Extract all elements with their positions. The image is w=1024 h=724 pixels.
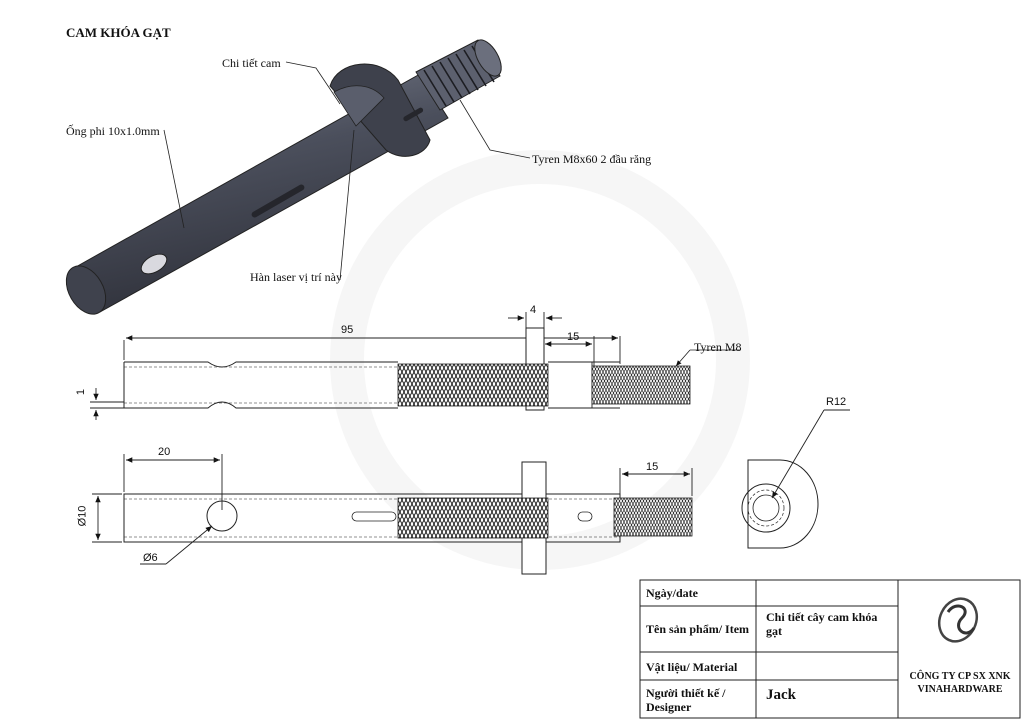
- top-view: [92, 454, 693, 575]
- drawing-title: CAM KHÓA GẠT: [66, 25, 171, 40]
- dim-thread-length-top: 15: [567, 331, 580, 343]
- dim-wall: 1: [75, 388, 88, 396]
- isometric-view: [65, 39, 531, 315]
- title-block-designer-value: Jack: [766, 687, 796, 703]
- title-block-designer-label: Người thiết kế / Designer: [646, 686, 726, 714]
- callout-tube: Ống phi 10x1.0mm: [66, 124, 160, 138]
- dim-thread-length-bottom: 15: [646, 461, 659, 473]
- callout-stud: Tyren M8x60 2 đầu răng: [532, 152, 652, 166]
- title-block-item-value: Chi tiết cây cam khóa gạt: [766, 610, 878, 638]
- stud-3d: [415, 39, 502, 111]
- vinahardware-logo-icon: [937, 597, 979, 643]
- dim-length-total: 95: [341, 324, 354, 336]
- title-block-material-label: Vật liệu/ Material: [646, 660, 738, 674]
- dim-diameter-hole: Ø6: [143, 552, 158, 564]
- dim-cam-thickness: 4: [530, 304, 537, 316]
- title-block-date-label: Ngày/date: [646, 586, 698, 600]
- side-view: [741, 409, 850, 549]
- title-block: [639, 579, 1021, 719]
- callout-laser-weld: Hàn laser vị trí này: [250, 270, 342, 284]
- dim-hole-offset: 20: [158, 446, 171, 458]
- dim-thread-label: Tyren M8: [694, 340, 742, 354]
- dim-cam-radius: R12: [826, 396, 847, 408]
- title-block-item-label: Tên sản phẩm/ Item: [646, 622, 750, 636]
- callout-cam-part: Chi tiết cam: [222, 56, 281, 70]
- title-block-company: CÔNG TY CP SX XNK VINAHARDWARE: [909, 671, 1011, 695]
- dim-diameter-tube: Ø10: [76, 505, 89, 527]
